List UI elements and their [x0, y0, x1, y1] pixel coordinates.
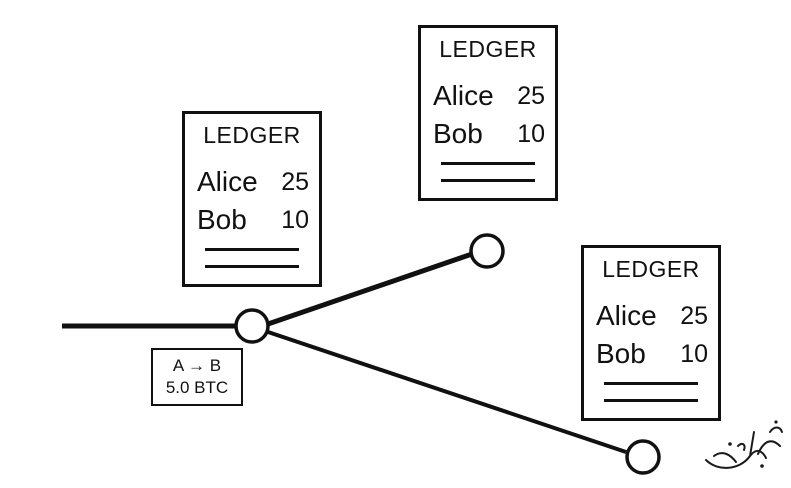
- transaction-route: A → B: [172, 356, 222, 375]
- ledger-entry-amount: 10: [281, 206, 309, 234]
- ledger-entry-name: Bob: [433, 118, 483, 149]
- ledger-rule: [205, 265, 299, 268]
- ledger-card-left: LEDGER Alice 25 Bob 10: [182, 111, 322, 287]
- ledger-entry-amount: 25: [680, 302, 708, 330]
- ledger-entry-name: Bob: [596, 338, 646, 369]
- ledger-entry-name: Alice: [197, 166, 258, 197]
- upper-branch-line: [267, 251, 473, 327]
- ledger-title: LEDGER: [203, 122, 301, 148]
- ledger-entry-name: Alice: [433, 80, 494, 111]
- ledger-rule: [604, 382, 698, 385]
- ledger-title: LEDGER: [602, 256, 700, 282]
- ledger-entry-name: Bob: [197, 204, 247, 235]
- ledger-row-bob: Bob 10: [596, 338, 708, 370]
- fork-node: [234, 308, 270, 344]
- transaction-label: A → B 5.0 BTC: [151, 348, 243, 406]
- ledger-card-right: LEDGER Alice 25 Bob 10: [581, 245, 721, 421]
- ledger-entry-name: Alice: [596, 300, 657, 331]
- ledger-rule: [604, 399, 698, 402]
- ledger-card-top: LEDGER Alice 25 Bob 10: [418, 25, 558, 201]
- lower-branch-node: [625, 439, 661, 475]
- ledger-title: LEDGER: [439, 36, 537, 62]
- calligraphy-logo-icon: [705, 420, 783, 469]
- transaction-amount: 5.0 BTC: [165, 378, 229, 397]
- ledger-row-alice: Alice 25: [596, 300, 708, 332]
- ledger-row-bob: Bob 10: [197, 204, 309, 236]
- ledger-row-alice: Alice 25: [197, 166, 309, 198]
- ledger-row-bob: Bob 10: [433, 118, 545, 150]
- ledger-entry-amount: 10: [517, 120, 545, 148]
- lower-branch-line: [267, 330, 627, 454]
- ledger-rule: [441, 179, 535, 182]
- ledger-entry-amount: 25: [281, 168, 309, 196]
- ledger-rule: [441, 162, 535, 165]
- ledger-entry-amount: 10: [680, 340, 708, 368]
- ledger-row-alice: Alice 25: [433, 80, 545, 112]
- ledger-rule: [205, 248, 299, 251]
- ledger-entry-amount: 25: [517, 82, 545, 110]
- upper-branch-node: [469, 233, 505, 269]
